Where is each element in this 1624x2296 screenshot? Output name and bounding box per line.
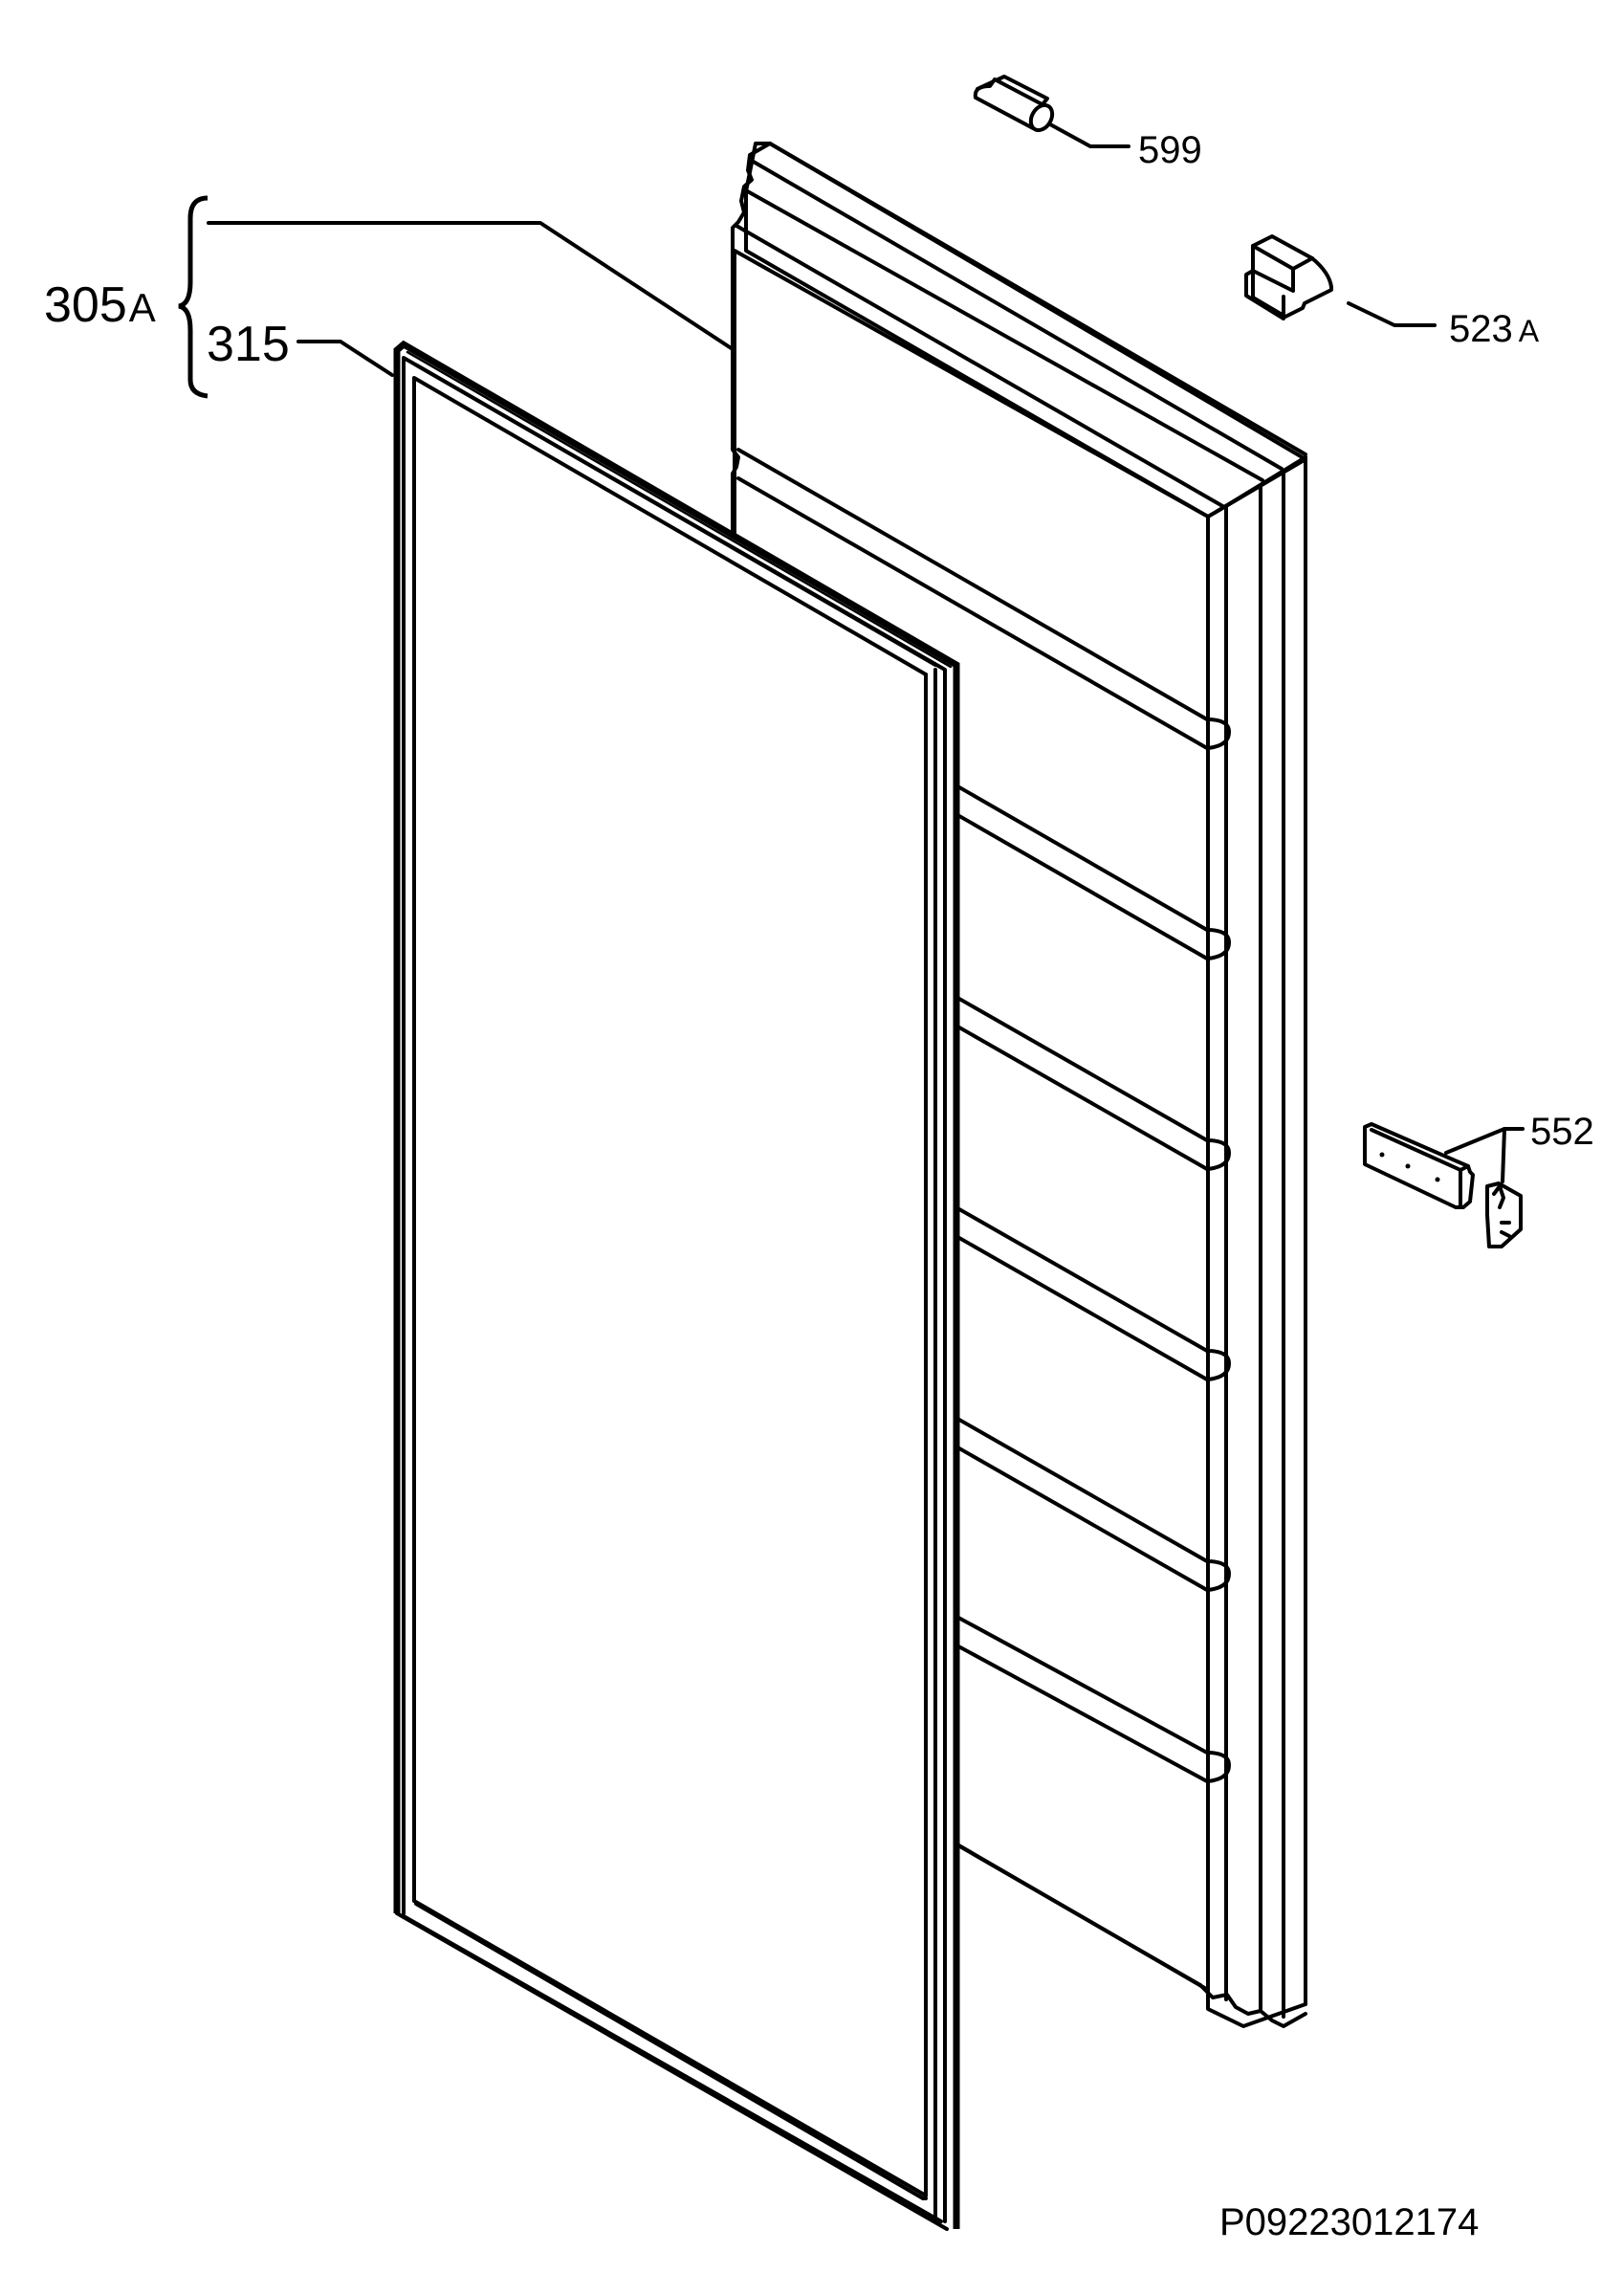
- leader-599: [1048, 122, 1130, 148]
- callout-305a-number: 305: [44, 277, 127, 333]
- assembly-brace-305a: [178, 195, 735, 399]
- callout-315: 315: [207, 320, 290, 369]
- leader-552a: [1444, 1127, 1525, 1155]
- leader-305a: [207, 221, 735, 351]
- door-ribs: [736, 448, 1231, 1783]
- leader-523a: [1347, 301, 1437, 327]
- callout-315-number: 315: [207, 317, 290, 372]
- leader-315: [296, 340, 394, 377]
- callout-305a-suffix: A: [128, 285, 156, 330]
- door-side-face: [1206, 457, 1307, 2028]
- callout-523a-number: 523: [1449, 308, 1513, 350]
- callout-552: 552: [1530, 1113, 1594, 1151]
- door-bottom-profile: [1198, 1983, 1307, 2028]
- drawing-code: P09223012174: [1219, 2201, 1480, 2243]
- hinge-bracket-552-part: [1363, 1122, 1525, 1248]
- curly-brace: [178, 195, 208, 399]
- callout-552-number: 552: [1530, 1111, 1594, 1153]
- leader-552b: [1501, 1127, 1506, 1183]
- door-gasket: [393, 340, 960, 2231]
- callout-305a: 305A: [44, 280, 156, 330]
- pin-599-part: [973, 75, 1130, 148]
- stop-block-523a-part: [1244, 234, 1437, 327]
- callout-599: 599: [1138, 131, 1202, 169]
- callout-599-number: 599: [1138, 129, 1202, 171]
- callout-523a-suffix: A: [1518, 314, 1540, 348]
